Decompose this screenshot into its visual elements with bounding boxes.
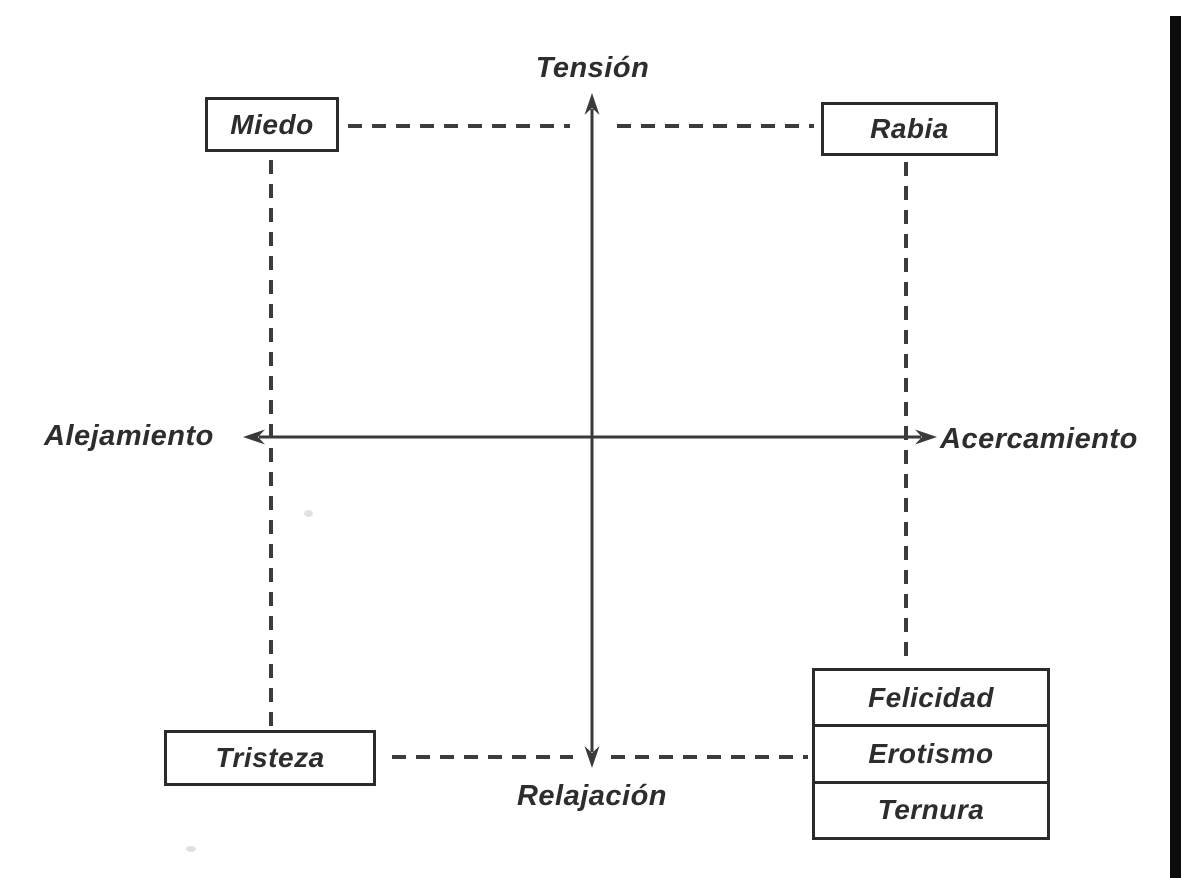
dashed-connectors bbox=[269, 124, 908, 759]
horizontal-axis-arrow bbox=[243, 429, 937, 445]
scan-speck bbox=[186, 846, 196, 852]
axis-label-alejamiento: Alejamiento bbox=[44, 420, 214, 452]
scan-edge-bar bbox=[1170, 16, 1181, 878]
box-rabia: Rabia bbox=[821, 102, 998, 156]
box-tristeza-label: Tristeza bbox=[215, 742, 325, 773]
axis-label-relajacion: Relajación bbox=[516, 780, 668, 812]
box-rabia-label: Rabia bbox=[870, 113, 949, 144]
box-miedo-label: Miedo bbox=[230, 108, 314, 140]
stack-row-ternura: Ternura bbox=[815, 780, 1047, 837]
box-miedo: Miedo bbox=[205, 97, 339, 152]
stack-row-erotismo: Erotismo bbox=[815, 724, 1047, 780]
scan-speck bbox=[304, 510, 313, 517]
box-tristeza: Tristeza bbox=[164, 730, 376, 786]
axis-label-acercamiento: Acercamiento bbox=[940, 423, 1138, 455]
stack-row-felicidad: Felicidad bbox=[868, 681, 994, 713]
vertical-axis-arrow bbox=[584, 93, 600, 768]
axis-label-tension: Tensión bbox=[535, 52, 650, 84]
box-stack-positive-emotions: Felicidad Erotismo Ternura bbox=[812, 668, 1050, 840]
